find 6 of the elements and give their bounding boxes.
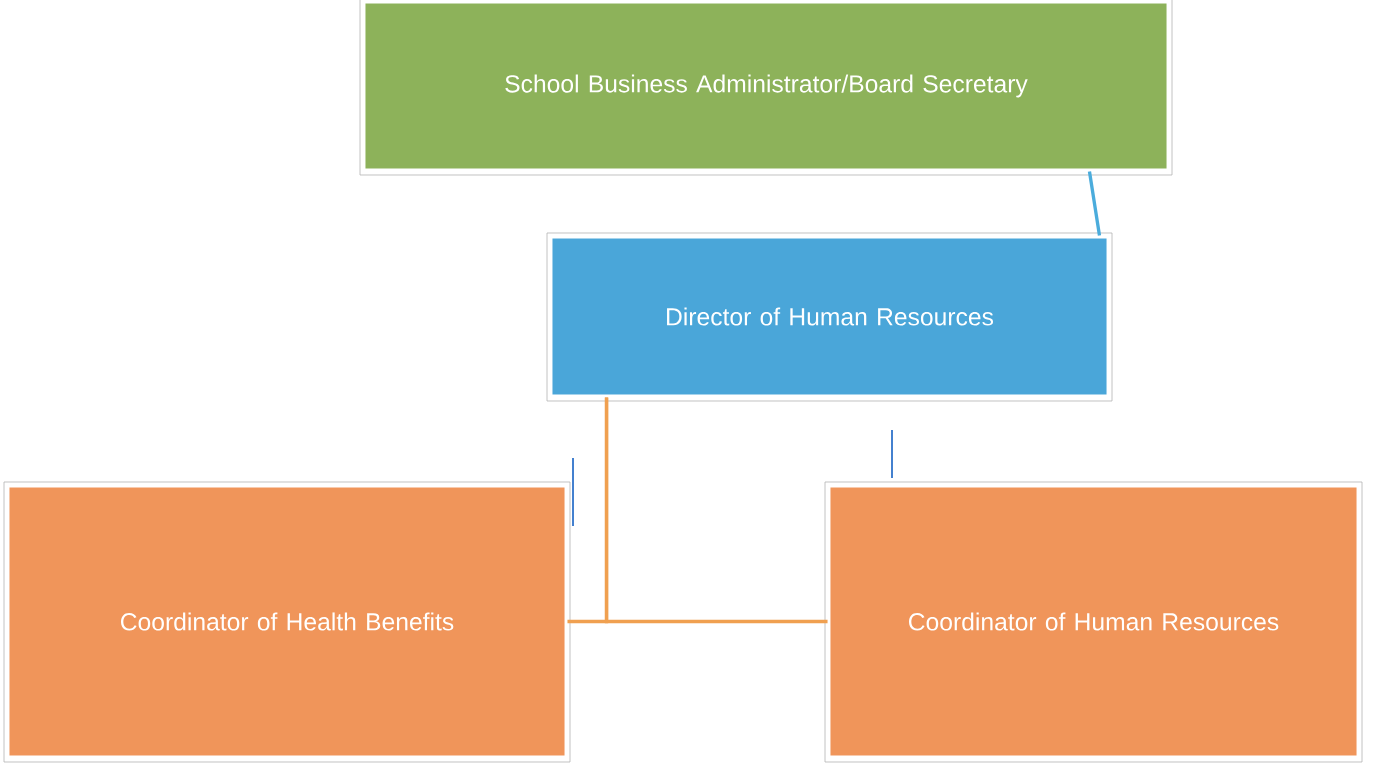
org-box: Coordinator of Human Resources bbox=[824, 481, 1363, 763]
org-box: Director of Human Resources bbox=[546, 232, 1113, 402]
connector-line bbox=[604, 397, 828, 624]
connector-line bbox=[1087, 171, 1102, 236]
org-box: School Business Administrator/Board Secretary bbox=[359, 0, 1173, 176]
org-box: Coordinator of Health Benefits bbox=[3, 481, 571, 763]
